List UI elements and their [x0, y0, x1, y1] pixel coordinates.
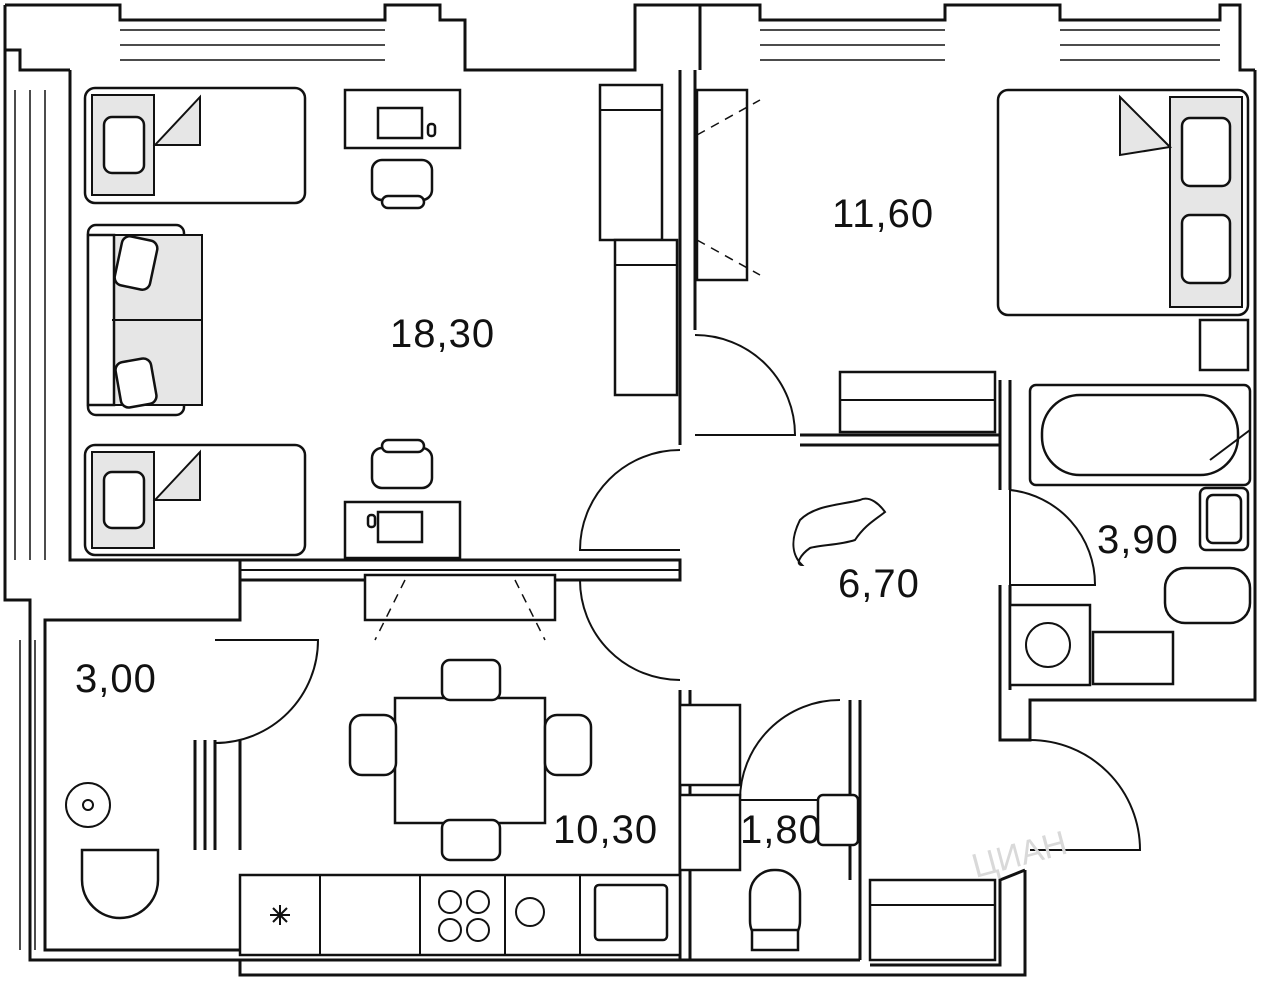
bathroom-fixtures	[1008, 383, 1252, 687]
stove-icon	[438, 890, 490, 942]
kitchen-area: 10,30	[553, 808, 658, 852]
toilet-area: 1,80	[740, 808, 822, 852]
doors	[214, 334, 1142, 851]
bathroom-area: 3,90	[1097, 518, 1179, 562]
dog-icon	[792, 497, 887, 567]
living-room-furniture	[83, 83, 679, 560]
watermark: ЦИАН	[968, 824, 1071, 886]
snowflake-icon	[270, 905, 290, 925]
toilet-fixtures	[748, 793, 860, 952]
kitchen-furniture	[238, 573, 742, 957]
bedroom-furniture	[695, 88, 1250, 434]
living-room-area: 18,30	[390, 312, 495, 356]
balcony-area: 3,00	[75, 657, 157, 701]
storage-grid	[868, 878, 997, 962]
outer-walls	[3, 3, 1257, 977]
bedroom-area: 11,60	[832, 192, 934, 236]
hallway-area: 6,70	[838, 562, 920, 606]
balcony-furniture	[65, 782, 160, 920]
